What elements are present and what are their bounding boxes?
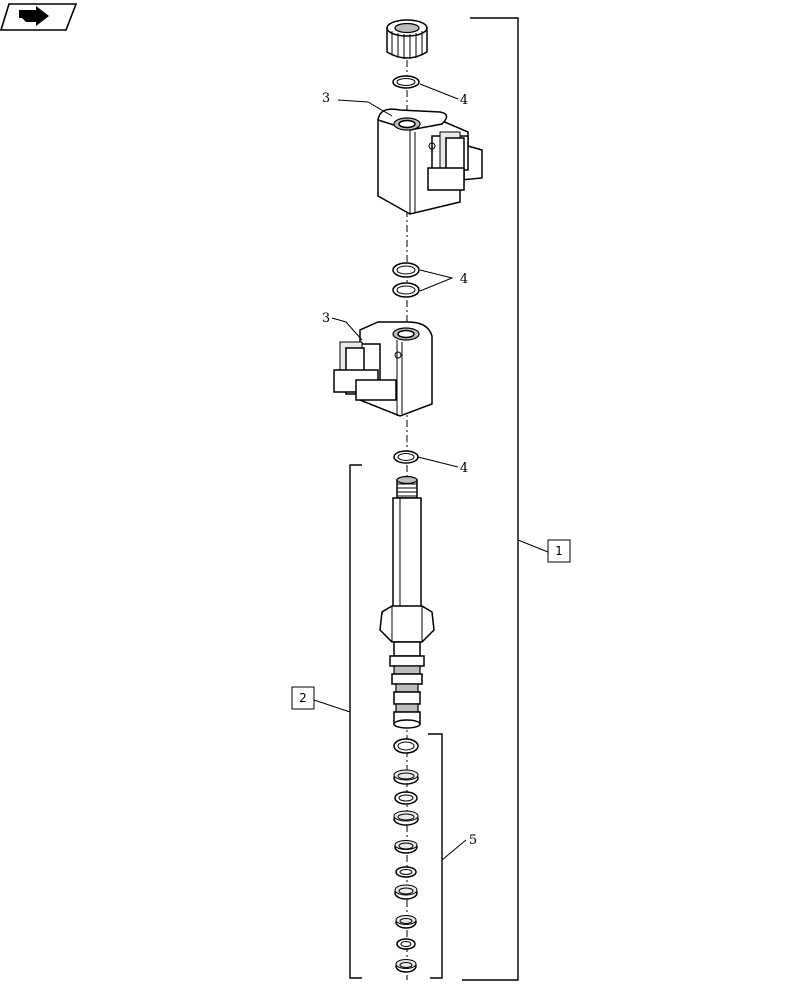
callout-2: 2 [299, 691, 307, 705]
bracket-item-5 [428, 733, 443, 979]
leader-item-4-top [419, 83, 459, 100]
callout-3-upper: 3 [322, 91, 330, 106]
solenoid-coil-upper [377, 108, 483, 215]
leader-item-3-upper [337, 99, 393, 117]
next-page-arrow-icon[interactable] [0, 3, 78, 31]
nut [386, 19, 428, 59]
callout-box-2 [291, 686, 315, 710]
leader-item-3-lower [331, 317, 363, 341]
callout-4-middle: 4 [460, 272, 468, 287]
leader-item-4-middle [419, 269, 454, 292]
leader-item-5 [441, 839, 467, 861]
callout-3-lower: 3 [322, 311, 330, 326]
callout-5: 5 [469, 833, 477, 848]
leader-item-1 [517, 539, 549, 553]
solenoid-coil-lower [333, 321, 433, 417]
o-ring [392, 75, 420, 89]
callout-4-top: 4 [460, 93, 468, 108]
leader-item-2 [313, 699, 351, 713]
valve-cartridge [379, 475, 435, 729]
callout-1: 1 [555, 544, 563, 558]
o-ring-lower [393, 450, 419, 464]
callout-4-bottom: 4 [460, 461, 468, 476]
leader-item-4-bottom [417, 456, 459, 468]
bracket-item-1 [462, 17, 519, 981]
callout-box-1 [547, 539, 571, 563]
o-ring-pair [392, 262, 420, 298]
seal-kit [393, 738, 419, 973]
bracket-item-2 [349, 464, 362, 979]
